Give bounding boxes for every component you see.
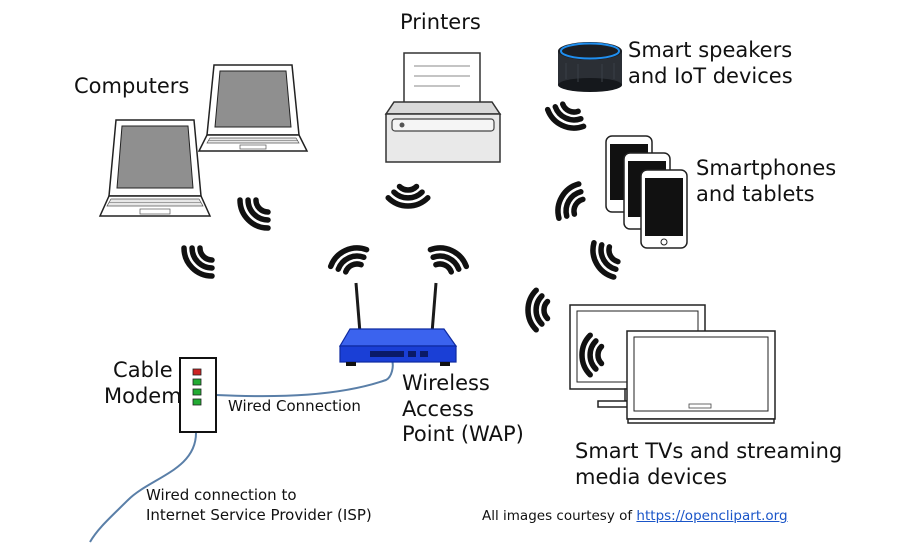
image-credit: All images courtesy of https://openclipa… — [482, 508, 788, 524]
wifi-signal-icon — [234, 192, 276, 234]
smart-speakers-label-line2: and IoT devices — [628, 63, 793, 88]
isp-label-line2: Internet Service Provider (ISP) — [146, 505, 372, 524]
wap-label-line3: Point (WAP) — [402, 422, 524, 447]
wifi-signal-icon — [544, 99, 588, 133]
smart-speaker-icon — [558, 42, 622, 92]
printer-icon — [384, 52, 502, 163]
isp-cable — [89, 432, 197, 543]
cable-modem-label-line1: Cable — [113, 358, 173, 382]
smart-tvs-label-line2: media devices — [575, 464, 728, 489]
printers-label: Printers — [400, 10, 481, 34]
wifi-signal-icon — [528, 290, 548, 330]
smartphones-label-line1: Smartphones — [696, 156, 837, 180]
smartphones-label-line2: and tablets — [696, 181, 815, 206]
cable-modem-label: Cable Modem — [104, 358, 182, 409]
wireless-router-icon — [338, 282, 458, 366]
monitor-icon — [626, 330, 776, 424]
wired-connection-label: Wired Connection — [228, 397, 361, 415]
wap-label-line1: Wireless — [402, 371, 490, 395]
wired-connection-cable — [215, 359, 394, 398]
smartphone-icon — [640, 169, 688, 249]
image-credit-text: All images courtesy of — [482, 508, 633, 524]
laptop-icon — [197, 64, 309, 152]
wifi-signal-icon — [587, 237, 624, 281]
isp-label-line1: Wired connection to — [146, 486, 297, 504]
cable-modem-icon — [179, 357, 217, 433]
wap-label-line2: Access — [402, 396, 474, 421]
smart-speakers-label: Smart speakers and IoT devices — [628, 38, 793, 89]
smartphones-label: Smartphones and tablets — [696, 156, 836, 207]
isp-label: Wired connection to Internet Service Pro… — [146, 486, 372, 525]
wifi-signal-icon — [178, 240, 220, 282]
smart-speakers-label-line1: Smart speakers — [628, 38, 793, 62]
smart-tvs-label-line1: Smart TVs and streaming — [575, 439, 843, 463]
openclipart-link[interactable]: https://openclipart.org — [636, 508, 788, 524]
wap-label: Wireless Access Point (WAP) — [402, 371, 524, 448]
wifi-signal-icon — [327, 242, 371, 276]
cable-modem-label-line2: Modem — [104, 383, 182, 408]
smart-tvs-label: Smart TVs and streaming media devices — [575, 439, 842, 490]
laptop-icon — [98, 119, 212, 217]
wifi-signal-icon — [552, 180, 589, 224]
computers-label: Computers — [74, 74, 190, 98]
wifi-signal-icon — [388, 187, 428, 207]
wifi-signal-icon — [426, 242, 470, 276]
